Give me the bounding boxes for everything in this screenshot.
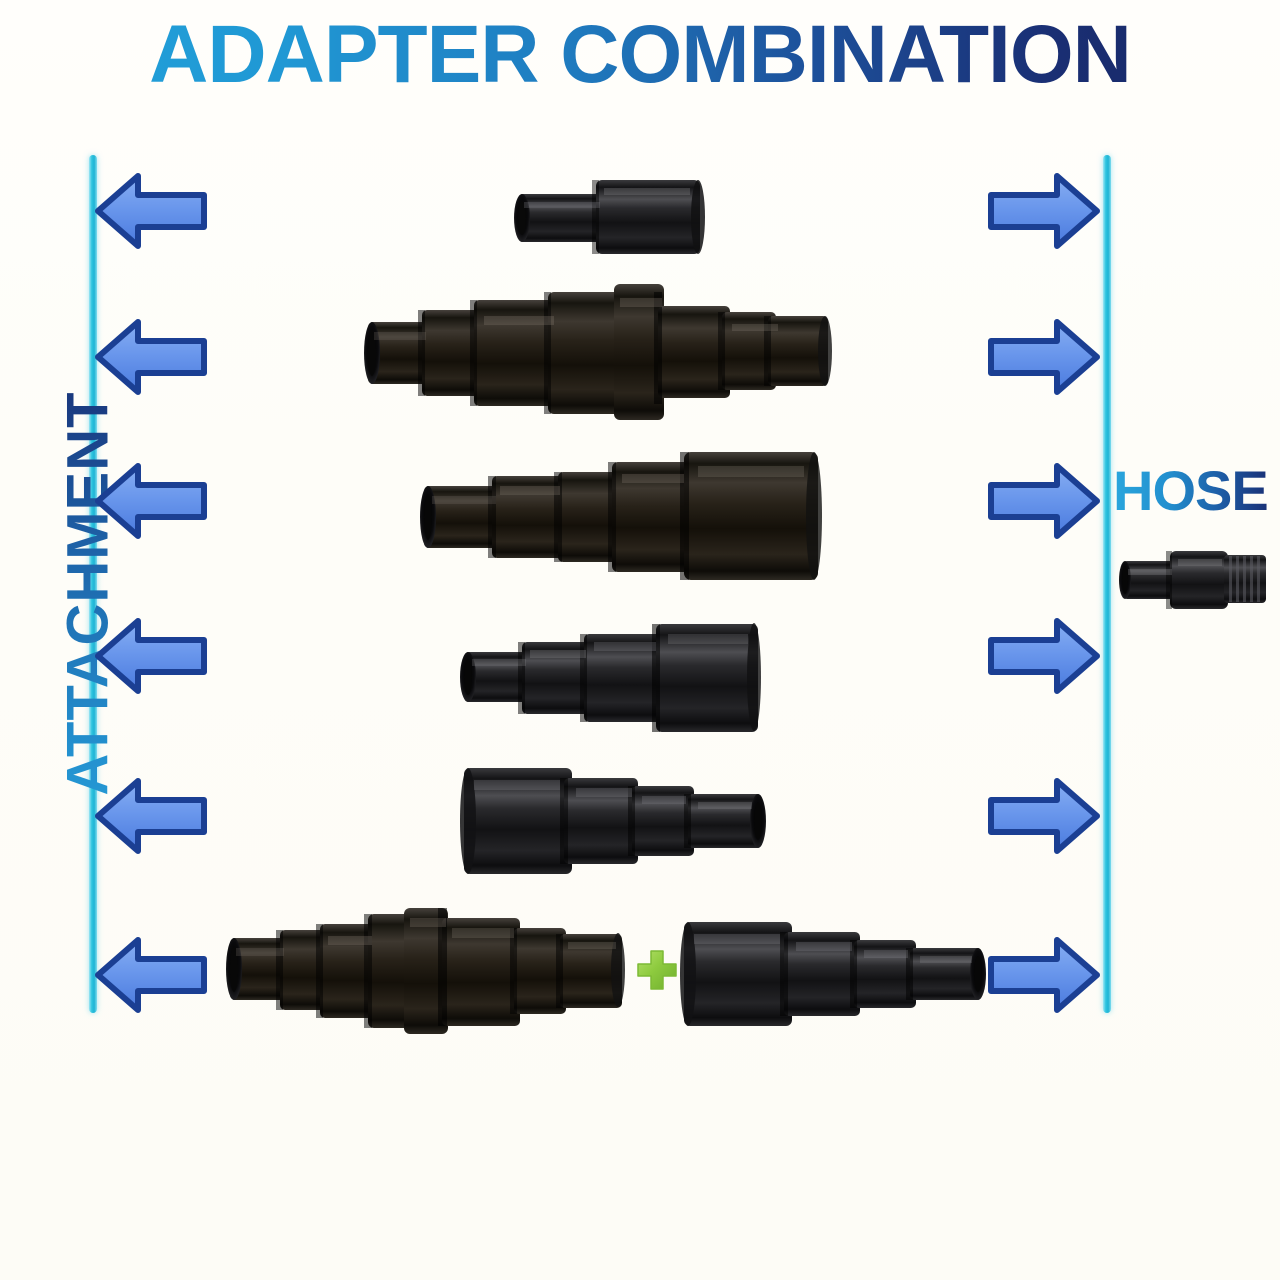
hose-arrow-6 xyxy=(988,932,1100,1018)
hose-label: HOSE xyxy=(1113,459,1269,522)
attachment-arrow-3 xyxy=(95,458,207,544)
hose-arrow-2 xyxy=(988,314,1100,400)
hose-end-connector xyxy=(1118,543,1270,615)
plus-icon xyxy=(633,946,681,994)
hose-arrow-3 xyxy=(988,458,1100,544)
adapter-part-5 xyxy=(458,762,768,880)
attachment-rail xyxy=(89,155,97,1013)
adapter-part-6a xyxy=(224,900,628,1040)
hose-arrow-1 xyxy=(988,168,1100,254)
page-title: ADAPTER COMBINATION xyxy=(0,11,1280,98)
adapter-part-3 xyxy=(418,448,824,584)
hose-arrow-4 xyxy=(988,613,1100,699)
attachment-arrow-4 xyxy=(95,613,207,699)
attachment-arrow-6 xyxy=(95,932,207,1018)
attachment-arrow-5 xyxy=(95,773,207,859)
hose-rail xyxy=(1103,155,1111,1013)
attachment-arrow-2 xyxy=(95,314,207,400)
adapter-part-2 xyxy=(362,276,834,426)
adapter-part-1 xyxy=(512,172,708,262)
attachment-arrow-1 xyxy=(95,168,207,254)
adapter-part-6b xyxy=(678,918,988,1030)
hose-arrow-5 xyxy=(988,773,1100,859)
adapter-part-4 xyxy=(458,618,764,736)
